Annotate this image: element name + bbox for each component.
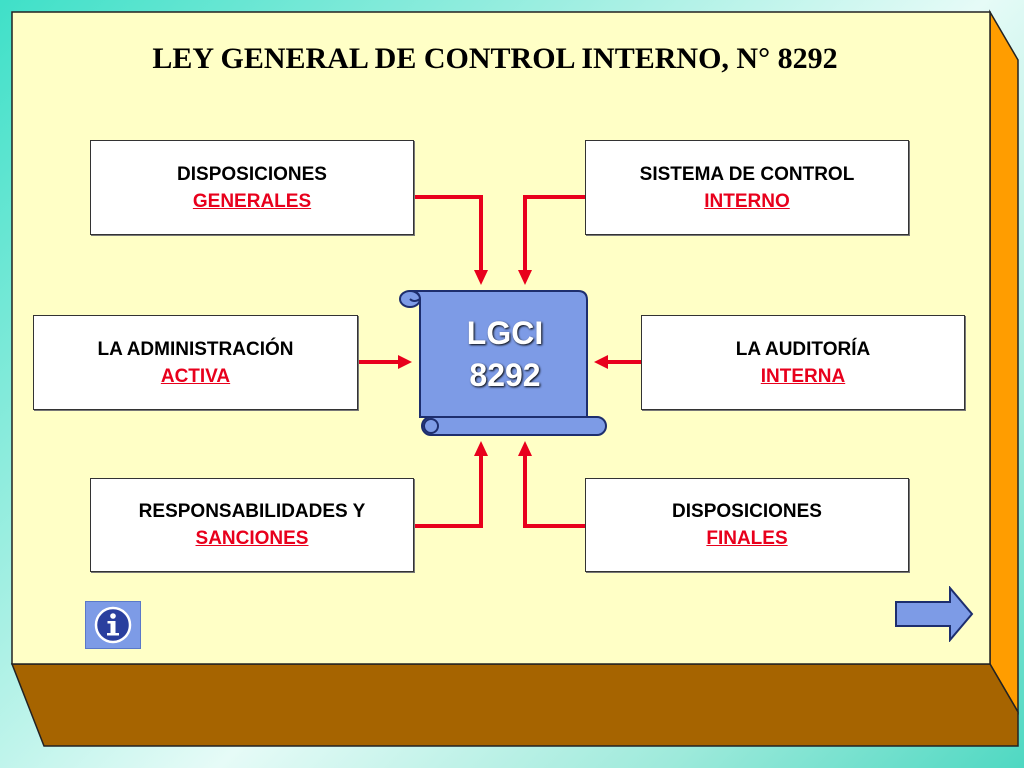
panel-side-face	[989, 9, 1019, 715]
page-title: LEY GENERAL DE CONTROL INTERNO, N° 8292	[152, 42, 838, 75]
box-sistema-control-interno[interactable]: SISTEMA DE CONTROL INTERNO	[585, 140, 909, 235]
arrow-disposiciones-finales	[523, 456, 585, 528]
arrowhead-down-left	[474, 270, 488, 285]
box-administracion-activa[interactable]: LA ADMINISTRACIÓN ACTIVA	[33, 315, 358, 410]
arrowhead-down-right	[518, 270, 532, 285]
box-disposiciones-finales[interactable]: DISPOSICIONES FINALES	[585, 478, 909, 572]
arrowhead-left	[594, 355, 608, 369]
box-link[interactable]: FINALES	[706, 528, 788, 549]
box-label: RESPONSABILIDADES Y	[138, 501, 366, 522]
arrow-responsabilidades-sanciones	[415, 456, 483, 528]
box-link[interactable]: INTERNA	[760, 365, 846, 387]
box-auditoria-interna[interactable]: LA AUDITORÍA INTERNA	[641, 315, 965, 410]
box-label: DISPOSICIONES	[672, 501, 822, 522]
info-button[interactable]	[85, 601, 141, 649]
panel-bottom-face	[10, 663, 1019, 747]
box-label: SISTEMA DE CONTROL	[639, 163, 855, 185]
arrowhead-up-right	[518, 441, 532, 456]
scroll-document	[399, 290, 607, 436]
connector-arrows	[358, 195, 641, 528]
box-link[interactable]: INTERNO	[704, 190, 790, 212]
box-label: LA AUDITORÍA	[735, 338, 871, 360]
box-responsabilidades-sanciones[interactable]: RESPONSABILIDADES Y SANCIONES	[90, 478, 414, 572]
arrow-right-icon	[895, 586, 974, 642]
next-slide-button[interactable]	[894, 586, 974, 642]
center-scroll-label: LGCI 8292	[425, 312, 585, 396]
box-label: LA ADMINISTRACIÓN	[97, 338, 294, 360]
arrow-sistema-control-interno	[523, 195, 585, 270]
box-label: DISPOSICIONES	[177, 163, 327, 185]
box-link[interactable]: ACTIVA	[160, 365, 231, 387]
center-line-2: 8292	[469, 357, 541, 393]
arrowhead-right	[398, 355, 412, 369]
box-link[interactable]: GENERALES	[192, 190, 312, 212]
box-disposiciones-generales[interactable]: DISPOSICIONES GENERALES	[90, 140, 414, 235]
arrowhead-up-left	[474, 441, 488, 456]
center-line-1: LGCI	[466, 315, 544, 351]
arrow-heads	[398, 270, 608, 456]
info-icon	[94, 606, 132, 644]
arrow-disposiciones-generales	[415, 195, 483, 270]
box-link[interactable]: SANCIONES	[195, 528, 309, 549]
